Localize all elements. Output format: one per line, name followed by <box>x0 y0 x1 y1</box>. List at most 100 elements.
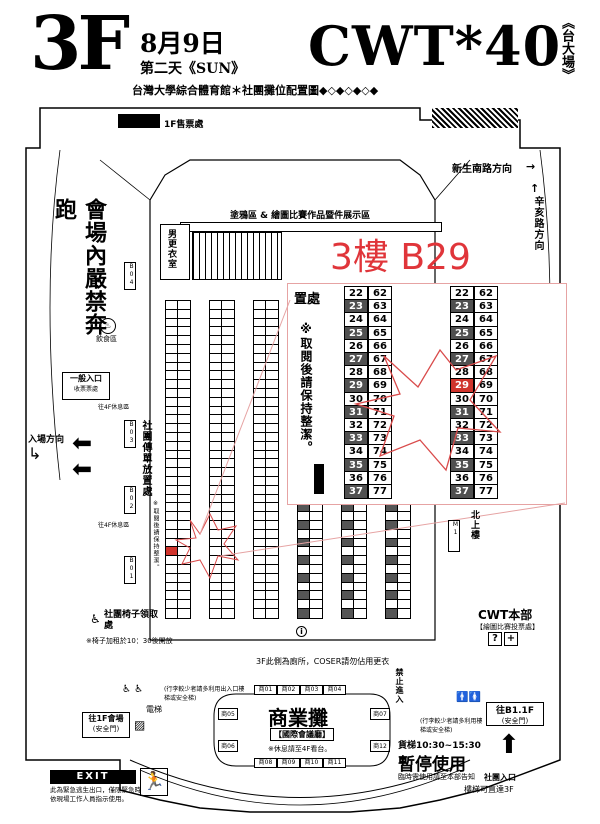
exit-note: 此為緊急逃生出口，僅限緊急時依現場工作人員指示使用。 <box>50 786 141 803</box>
booth-cell <box>309 608 323 619</box>
stairs-lockers <box>192 232 282 280</box>
no-running-label: 會場內嚴禁奔跑 <box>51 198 106 336</box>
chair-icon: ♿ <box>90 612 101 626</box>
shop-cell: 商04 <box>323 685 346 695</box>
shop-cell: 商01 <box>254 685 277 695</box>
exit-label: EXIT <box>76 771 110 782</box>
booth-cell: 37 <box>450 484 474 500</box>
exit-runner-icon: 🏃 <box>140 768 168 796</box>
day-label: 第二天《SUN》 <box>140 61 246 77</box>
cwt-hq-label: CWT本部 <box>478 608 533 622</box>
booth-cell <box>221 608 235 619</box>
male-room-label: 男更衣室 <box>166 229 176 269</box>
shop-cell: 商11 <box>323 758 346 768</box>
gate-label: 社團入口 <box>484 773 516 782</box>
city-label: 《台大場》 <box>559 16 574 81</box>
date-label: 8月9日 <box>140 29 225 58</box>
block-b01: B01 <box>124 556 136 584</box>
booth-cell <box>353 608 367 619</box>
go-b1-box: 往B1.1F (安全門) <box>486 702 544 726</box>
venue-label: 台灣大學綜合體育館＊社團攤位配置圖◆◇◆◇◆◇◆ <box>132 84 379 97</box>
painting-label: 塗鴉區 & 繪圖比賽作品暨件展示區 <box>230 211 371 221</box>
no-entry-label: 禁止進入 <box>395 668 404 704</box>
cwt-hq-sub: 【繪圖比賽投票處】 <box>476 623 539 631</box>
flyer-note: ※取閱後請保持整潔。 <box>152 500 159 571</box>
shop-right: 商07 <box>370 708 390 720</box>
block-b02: B02 <box>124 486 136 514</box>
block-b04: B04 <box>124 262 136 290</box>
up-arrow-icon: ⬆ <box>498 730 520 760</box>
booth-cell: 64 <box>474 312 498 328</box>
go-b1-sub: (安全門) <box>501 717 529 725</box>
chair-label: 社團椅子領取處 <box>104 610 159 631</box>
flyer-label: 社團傳單放置處 <box>140 420 151 497</box>
shop-cell: 商03 <box>300 685 323 695</box>
booth-cell: 37 <box>344 484 368 500</box>
go-b1-label: 往B1.1F <box>496 706 534 716</box>
xinsheng-arrow-icon: → <box>526 160 536 173</box>
ticket-office <box>118 114 160 128</box>
entry-direction-label: 入場方向 <box>28 435 65 445</box>
go-1f-label: 往1F會場 <box>88 714 124 723</box>
booth-cell <box>397 608 411 619</box>
entry-arrow-icon: ↳ <box>28 444 42 463</box>
event-title: CWT*40 <box>308 14 562 78</box>
shop-title: 商業攤 <box>268 706 328 730</box>
go-1f-sub: (安全門) <box>92 725 120 733</box>
shop-cell: 商10 <box>300 758 323 768</box>
shop-note: ※休息請至4F看台。 <box>268 745 332 753</box>
drink-icon: ♨ <box>100 318 116 334</box>
enter-arrows-icon: ⬅⬅ <box>72 429 93 483</box>
overlay-location: 3樓 B29 <box>330 237 471 278</box>
shop-sub: 【國際會議廳】 <box>270 728 334 741</box>
first-aid-icon: + <box>504 632 518 646</box>
rest-4f-label: 往4F休息區 <box>98 404 130 411</box>
pause-note: 臨時需使用請至本部告知 <box>398 773 475 781</box>
shop-cell: 商08 <box>254 758 277 768</box>
pause-label: 暫停使用 <box>398 755 466 775</box>
rest-3f-label: 3F此側為廁所，COSER請勿佔用更衣 <box>256 657 390 666</box>
rest-4f-label-b: 往4F休息區 <box>98 522 130 529</box>
restroom-icons: 🚹🚺 <box>456 692 481 703</box>
zoom-corner-label: 置處 <box>294 292 321 307</box>
down-stairs-icon: ▨ <box>134 718 146 732</box>
exit-badge: EXIT <box>50 770 136 784</box>
elevator-label: 電梯 <box>146 705 162 714</box>
elev-note-2: (行李較少者請多利用樓梯或安全梯) <box>420 718 483 734</box>
xinhai-arrow-icon: ↑ <box>530 182 540 195</box>
general-entrance: 一般入口 收票票處 <box>62 372 110 400</box>
accessibility-icons: ♿ ♿ <box>122 684 144 695</box>
shop-cell: 商09 <box>277 758 300 768</box>
male-changing-room: 男更衣室 <box>160 224 190 280</box>
north-label: 北上樓 <box>469 510 479 540</box>
block-b03: B03 <box>124 420 136 448</box>
shop-left-2: 商06 <box>218 740 238 752</box>
top-right-building <box>432 108 518 128</box>
chair-note: ※椅子加租於10：30後開放 <box>86 637 173 645</box>
stage-marker: i <box>296 626 307 637</box>
xinsheng-label: 新生南路方向 <box>452 164 512 175</box>
booth-cell <box>265 608 279 619</box>
shop-left: 商05 <box>218 708 238 720</box>
elev-note: (行李較少者請多利用出入口樓梯或安全梯) <box>164 686 245 702</box>
drink-label: 飲食區 <box>96 335 117 343</box>
gate-note: 樓梯可直達3F <box>464 785 514 794</box>
zoom-divider <box>314 464 324 494</box>
pause-time: 貨梯10:30~15:30 <box>398 741 481 751</box>
help-icon: ? <box>488 632 502 646</box>
booth-cell <box>177 608 191 619</box>
xinhai-label: 辛亥路方向 <box>532 196 543 251</box>
go-1f-box: 往1F會場 (安全門) <box>82 712 130 738</box>
booth-cell: 77 <box>474 484 498 500</box>
booth-cell: 77 <box>368 484 392 500</box>
ticket-label: 1F售票處 <box>164 120 204 130</box>
shop-cell: 商02 <box>277 685 300 695</box>
floor-title: 3F <box>30 1 130 87</box>
entrance-sub: 收票票處 <box>73 386 98 393</box>
block-m1: M1 <box>448 520 460 552</box>
shop-right-2: 商12 <box>370 740 390 752</box>
